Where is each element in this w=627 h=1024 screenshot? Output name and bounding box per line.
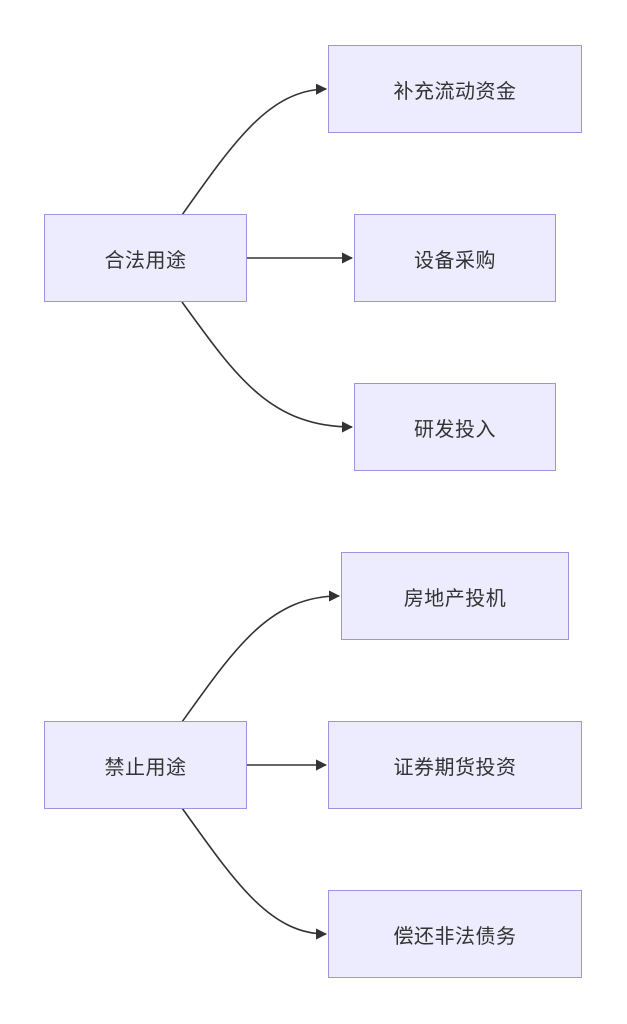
node-equipment-purchase: 设备采购 <box>354 214 556 302</box>
node-prohibited-use: 禁止用途 <box>44 721 247 809</box>
node-illegal-debt: 偿还非法债务 <box>328 890 582 978</box>
edge-legal-to-rnd <box>181 301 354 433</box>
edge-prohibited-to-real-estate <box>181 590 341 723</box>
edge-legal-to-working-capital <box>181 83 328 216</box>
edge-prohibited-to-illegal-debt <box>181 807 328 940</box>
node-securities-futures: 证券期货投资 <box>328 721 582 809</box>
node-rnd-investment: 研发投入 <box>354 383 556 471</box>
node-working-capital: 补充流动资金 <box>328 45 582 133</box>
node-real-estate-speculation: 房地产投机 <box>341 552 569 640</box>
node-legal-use: 合法用途 <box>44 214 247 302</box>
